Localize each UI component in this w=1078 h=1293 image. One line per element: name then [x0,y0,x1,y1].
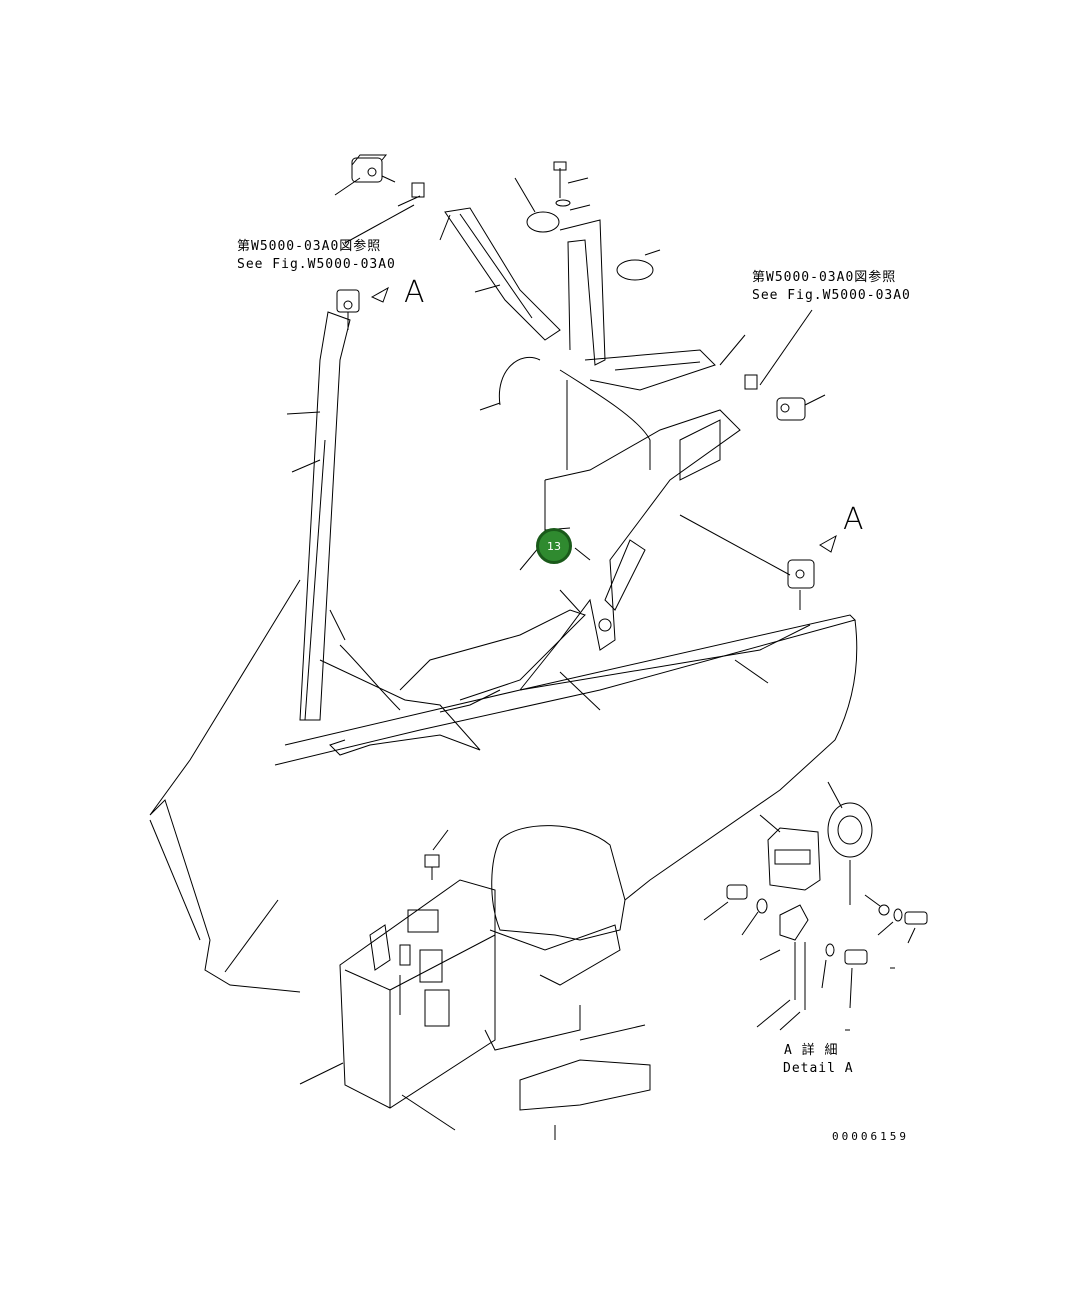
detail-a-parts [703,781,928,1031]
view-marker-a-left: A [404,275,425,310]
reference-right-en: See Fig.W5000-03A0 [752,288,911,303]
detail-a-jp: A 詳 細 [784,1043,839,1058]
lamp-top-right [719,309,826,421]
drawing-number: 00006159 [832,1130,909,1143]
detail-a-en: Detail A [783,1061,854,1076]
lamp-a-right [787,534,837,610]
callout-13-button[interactable]: 13 [536,528,572,564]
reference-right-jp: 第W5000-03A0図参照 [752,270,897,285]
left-pillar [286,286,389,721]
view-marker-a-right: A [843,502,864,537]
console [299,829,496,1131]
operator-seat [484,825,651,1140]
lamp-top-left [334,154,425,207]
reference-left-jp: 第W5000-03A0図参照 [237,239,382,254]
wiring-harness [479,356,651,470]
machine-body-outline [149,579,858,993]
cab-floor [274,589,856,766]
upper-bracket [439,161,716,391]
reference-left-en: See Fig.W5000-03A0 [237,257,396,272]
